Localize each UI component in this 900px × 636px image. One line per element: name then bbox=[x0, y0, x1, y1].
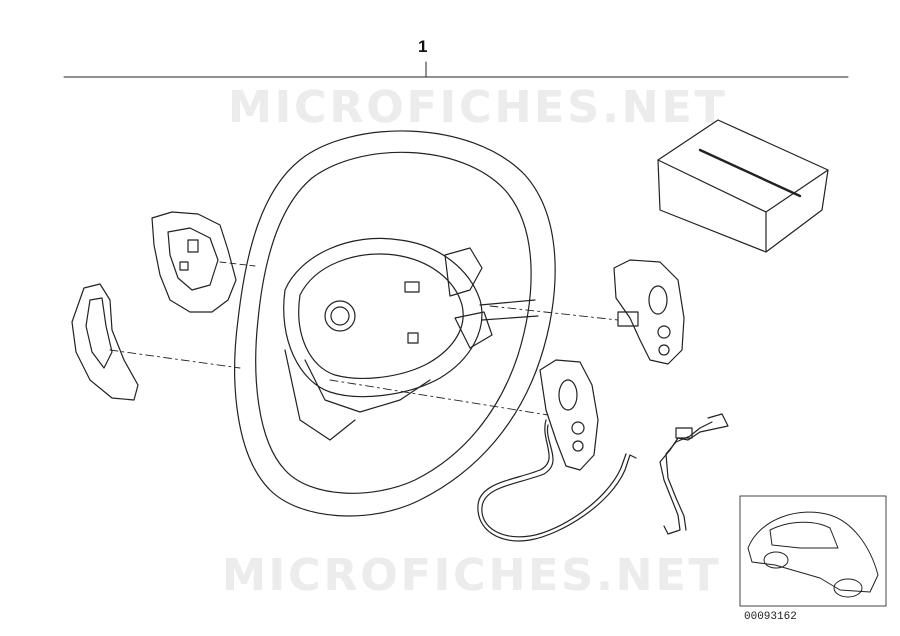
wiring-harness bbox=[659, 413, 729, 535]
header-rule bbox=[63, 61, 849, 78]
right-multifunction-switch bbox=[613, 259, 685, 365]
part-number-label: 1 bbox=[418, 37, 428, 56]
diagram-number: 00093162 bbox=[744, 611, 797, 623]
lower-right-switch bbox=[477, 359, 637, 542]
watermark-bottom: MICROFICHES.NET bbox=[222, 550, 722, 601]
steering-wheel-hub bbox=[283, 237, 493, 398]
car-thumbnail bbox=[739, 495, 887, 607]
packaging-box bbox=[657, 119, 829, 253]
steering-wheel-rim bbox=[234, 130, 556, 517]
left-lower-paddle bbox=[71, 283, 139, 401]
watermark-top: MICROFICHES.NET bbox=[228, 82, 728, 133]
steering-wheel-spokes bbox=[284, 299, 539, 441]
left-upper-switch bbox=[151, 211, 237, 313]
